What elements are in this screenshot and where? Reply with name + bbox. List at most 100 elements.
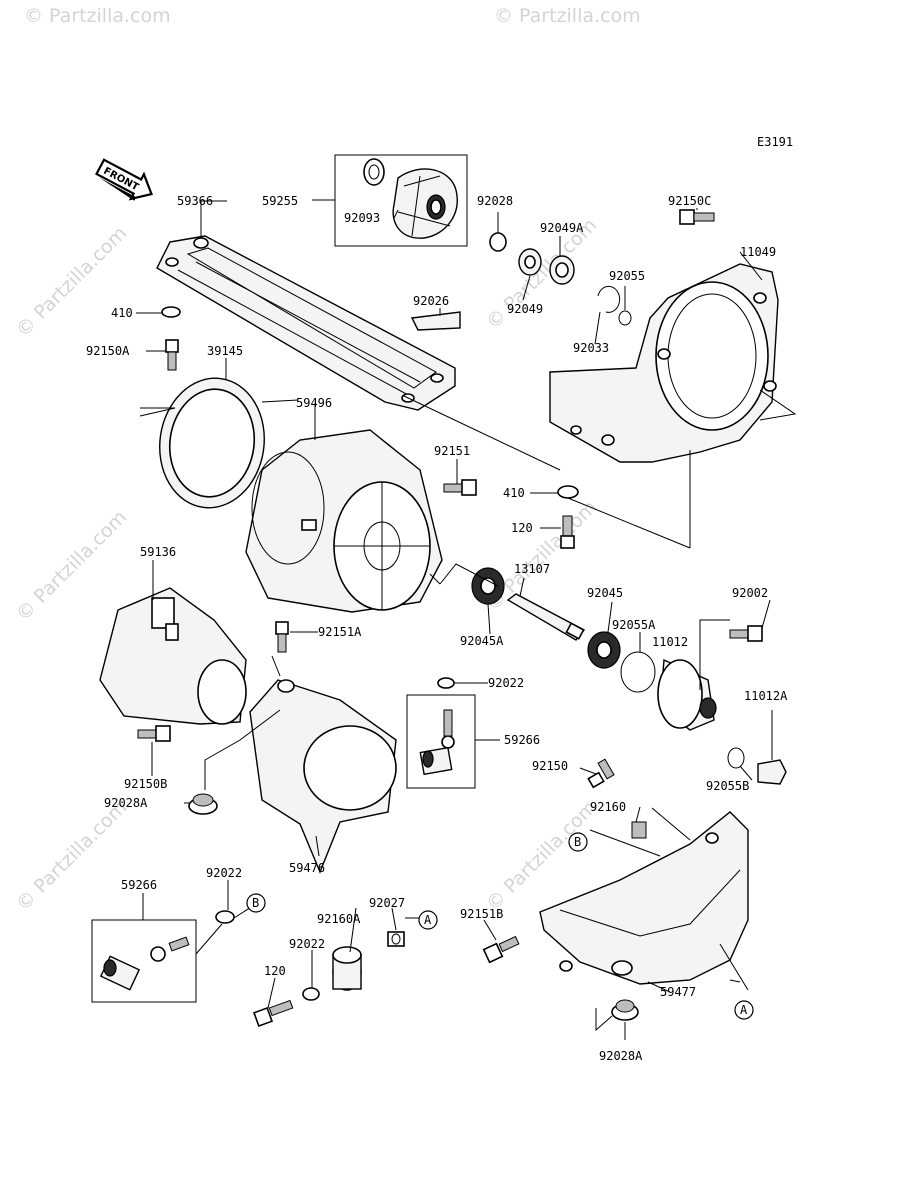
- part-label: 120: [511, 521, 533, 535]
- wear-ring-part: [159, 377, 265, 509]
- ref-circle-a-upper: A: [418, 910, 438, 930]
- bearing-92045: [587, 631, 621, 669]
- bolt-120b: [253, 999, 294, 1027]
- watermark-text: © Partzilla.com: [12, 222, 131, 341]
- washer-92022b: [215, 910, 235, 924]
- ref-letter: A: [424, 913, 432, 927]
- stator-part: [245, 429, 443, 613]
- part-label: 92002: [732, 586, 768, 600]
- part-label: 92022: [488, 676, 524, 690]
- part-label: 59266: [121, 878, 157, 892]
- part-label: 59255: [262, 194, 298, 208]
- part-label: 92045: [587, 586, 623, 600]
- part-label: 92055B: [706, 779, 749, 793]
- watermark-text: © Partzilla.com: [24, 5, 171, 27]
- pump-case-part: [549, 263, 779, 463]
- part-label: 92150A: [86, 344, 130, 358]
- part-label: 92026: [413, 294, 449, 308]
- collar-92028A-lower: [611, 999, 639, 1021]
- o-ring-92055B: [727, 747, 745, 769]
- part-label: 92055A: [612, 618, 656, 632]
- part-label: 92028A: [104, 796, 148, 810]
- part-label: 120: [264, 964, 286, 978]
- bolt-92150A: [165, 339, 179, 371]
- screw-92151B: [482, 935, 520, 964]
- part-label: 92022: [289, 937, 325, 951]
- diagram-code: E3191: [757, 135, 793, 149]
- part-label: 59476: [289, 861, 325, 875]
- part-labels: 59366 59255 92093 92028 92049A 92150C 11…: [86, 194, 788, 1063]
- part-label: 59136: [140, 545, 176, 559]
- spacer-part: [410, 311, 461, 331]
- part-label: 59496: [296, 396, 332, 410]
- part-label: 92022: [206, 866, 242, 880]
- impeller-shaft-part: [506, 593, 586, 641]
- part-label: 92055: [609, 269, 645, 283]
- ref-circle-b-lower: B: [246, 893, 266, 913]
- plug-11012A: [757, 759, 787, 785]
- collar-92027: [387, 931, 405, 947]
- part-label: 92049: [507, 302, 543, 316]
- screw-92151A: [275, 621, 289, 653]
- ball-joint-part-lower: [99, 936, 190, 991]
- bolt-92151: [443, 479, 477, 496]
- ref-letter: B: [574, 835, 581, 849]
- ref-letter: A: [740, 1003, 748, 1017]
- watermark-text: © Partzilla.com: [12, 506, 131, 625]
- bearing-stack: [489, 232, 632, 326]
- part-label: 410: [503, 486, 525, 500]
- part-label: 11012A: [744, 689, 788, 703]
- part-label: 92151: [434, 444, 470, 458]
- part-label: 92093: [344, 211, 380, 225]
- ref-circle-b-upper: B: [568, 832, 588, 852]
- watermark-text: © Partzilla.com: [12, 796, 131, 915]
- part-label: 11049: [740, 245, 776, 259]
- front-arrow-icon: FRONT: [95, 158, 153, 201]
- part-label: 92151A: [318, 625, 362, 639]
- bolt-92150: [587, 758, 615, 789]
- part-label: 92027: [369, 896, 405, 910]
- part-label: 92150B: [124, 777, 167, 791]
- part-label: 92049A: [540, 221, 584, 235]
- ride-plate-part: [156, 235, 456, 411]
- pump-cap-part: [657, 658, 717, 731]
- part-label: 92150C: [668, 194, 711, 208]
- part-label: 92160: [590, 800, 626, 814]
- steering-ball-kit-box-upper: [406, 694, 476, 789]
- steering-nozzle-part: [249, 679, 397, 874]
- ref-letter: B: [252, 896, 259, 910]
- watermark-text: © Partzilla.com: [494, 5, 641, 27]
- bolt-120a: [560, 515, 575, 549]
- washer-410a: [161, 306, 181, 318]
- cap-92160: [631, 821, 647, 839]
- part-label: 11012: [652, 635, 688, 649]
- part-label: 92028A: [599, 1049, 643, 1063]
- nozzle-part: [99, 587, 247, 725]
- part-label: 59366: [177, 194, 213, 208]
- leader-lines: [136, 199, 797, 1040]
- part-label: 92151B: [460, 907, 503, 921]
- part-label: 59477: [660, 985, 696, 999]
- washer-92022a: [437, 677, 455, 689]
- part-label: 13107: [514, 562, 550, 576]
- damper-92160A: [332, 946, 362, 991]
- washer-410b: [557, 485, 579, 499]
- ball-joint-part: [419, 709, 455, 776]
- part-label: 92045A: [460, 634, 504, 648]
- washer-92022c: [302, 987, 320, 1001]
- part-label: 410: [111, 306, 133, 320]
- part-label: 92160A: [317, 912, 361, 926]
- bolt-92002: [729, 625, 763, 642]
- bolt-92150C: [679, 209, 715, 225]
- collar-92028A: [188, 793, 218, 815]
- part-label: 39145: [207, 344, 243, 358]
- impeller-part: [363, 158, 458, 239]
- ref-circle-a-lower: A: [734, 1000, 754, 1020]
- part-label: 92150: [532, 759, 568, 773]
- part-label: 92033: [573, 341, 609, 355]
- bolt-92150B: [137, 725, 171, 742]
- part-label: 59266: [504, 733, 540, 747]
- bearing-92045A: [471, 567, 505, 605]
- part-label: 92028: [477, 194, 513, 208]
